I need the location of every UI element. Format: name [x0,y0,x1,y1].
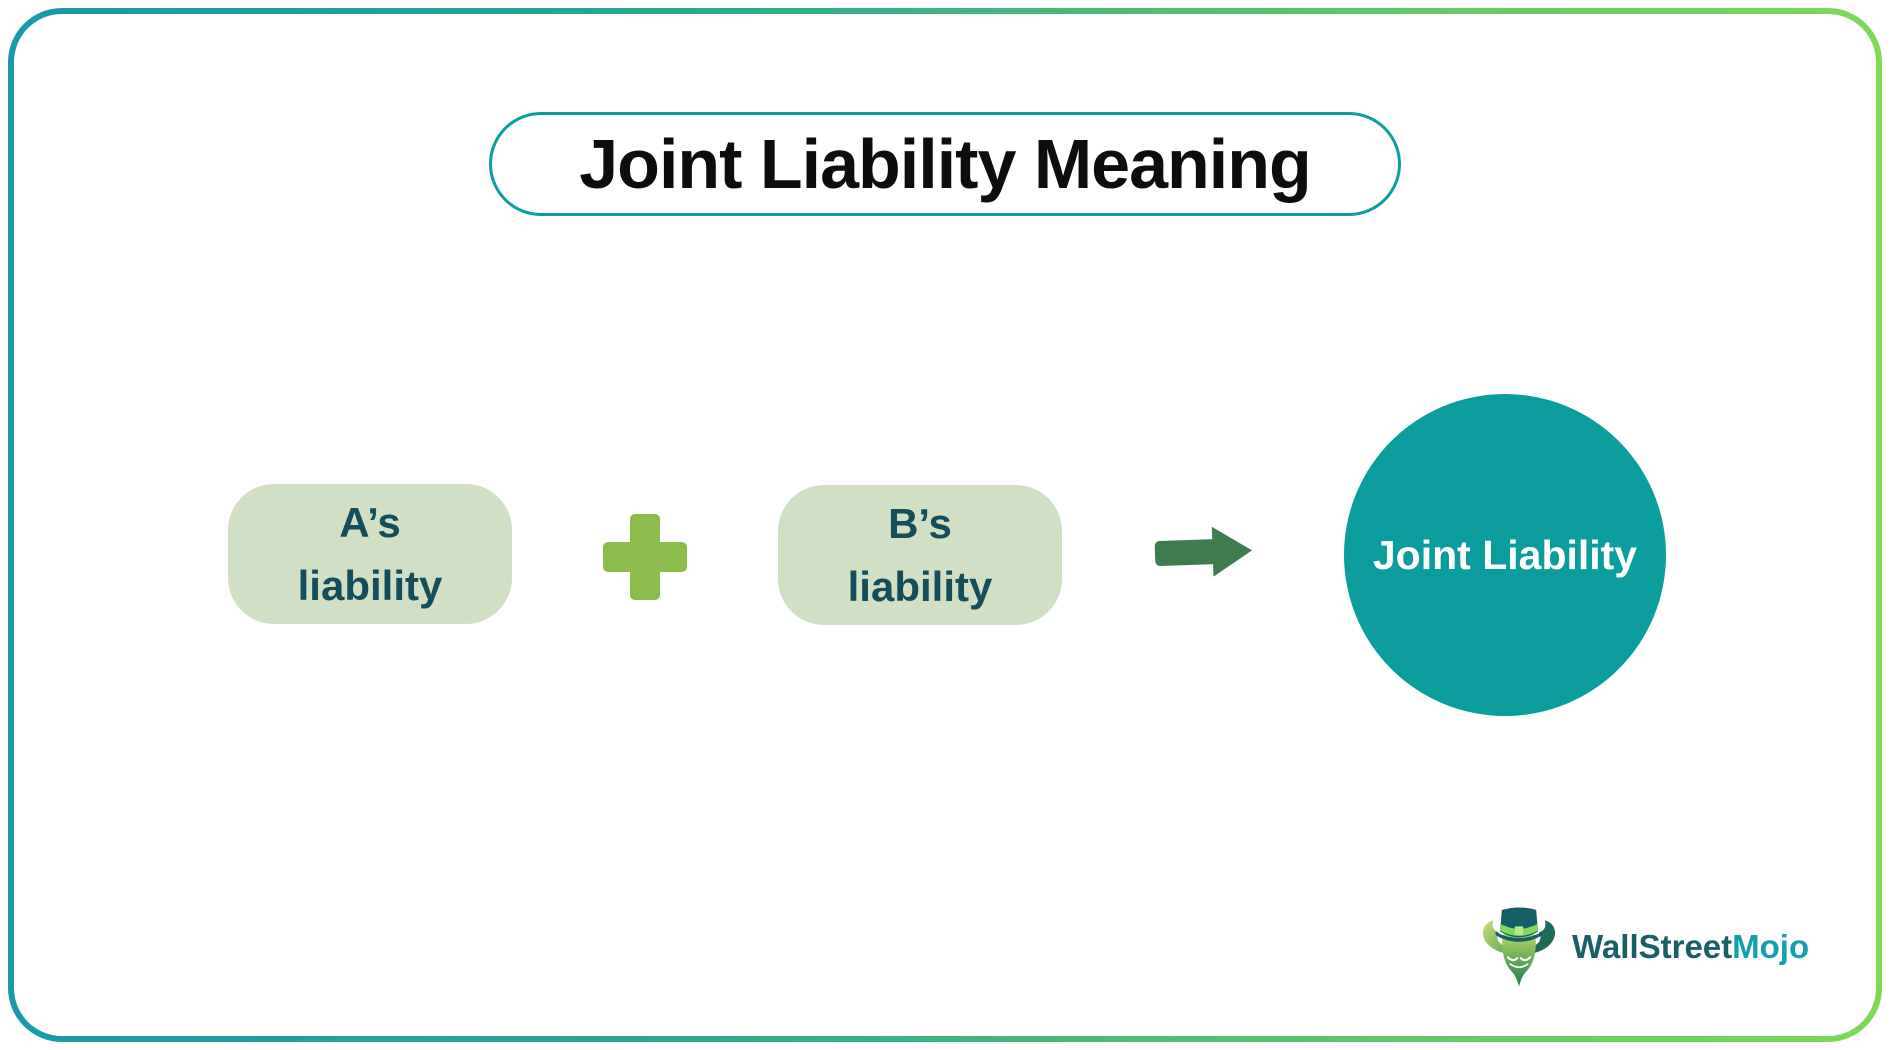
page-title: Joint Liability Meaning [579,125,1311,203]
liability-box-b: B’s liability [778,485,1062,625]
box-b-line1: B’s [888,500,952,547]
brand-logo: WallStreetMojo [1476,901,1809,993]
joint-liability-label: Joint Liability [1372,531,1638,578]
brand-name-mojo: Mojo [1732,928,1810,965]
title-banner: Joint Liability Meaning [489,112,1401,216]
wallstreetmojo-bull-icon [1482,907,1556,987]
liability-box-a: A’s liability [228,484,512,624]
plus-icon [603,514,687,600]
arrow-right-icon [1152,525,1256,579]
box-a-line1: A’s [339,499,401,546]
box-a-line2: liability [297,562,443,609]
brand-name-wallstreet: WallStreet [1572,928,1733,965]
brand-name: WallStreetMojo [1572,928,1809,966]
joint-liability-circle: Joint Liability [1344,394,1666,716]
box-b-line2: liability [847,563,993,610]
